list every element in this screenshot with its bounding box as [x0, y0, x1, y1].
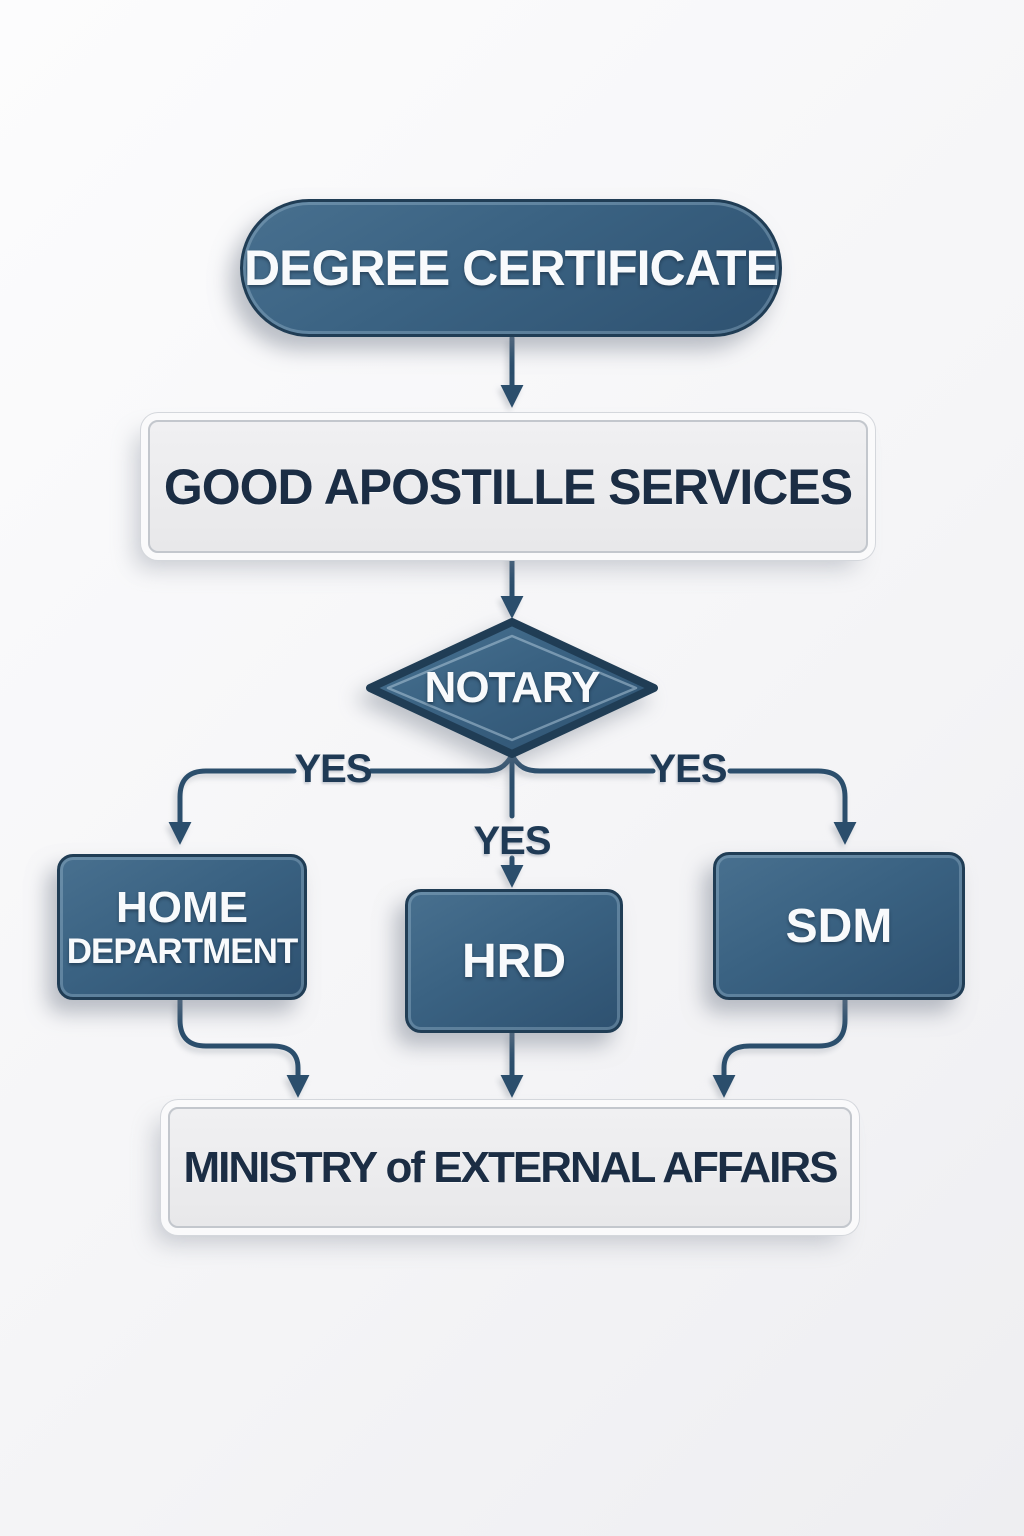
edge-notary-to-sdm-arrow: [727, 768, 857, 845]
node-home-department-label-line2: DEPARTMENT: [66, 932, 298, 972]
edge-sdm-to-ministry: [712, 997, 848, 1098]
node-hrd: HRD: [405, 889, 623, 1033]
node-notary-label: NOTARY: [372, 661, 652, 715]
node-notary-diamond: [366, 618, 658, 758]
edge-notary-to-home-arrow: [168, 768, 297, 845]
edge-label-yes-right: YES: [649, 747, 727, 791]
edge-label-yes-left: YES: [294, 747, 372, 791]
node-home-department: HOME DEPARTMENT: [57, 854, 307, 1000]
node-ministry-of-external-affairs-label: MINISTRY of EXTERNAL AFFAIRS: [183, 1142, 839, 1192]
edge-home-to-ministry: [177, 997, 310, 1098]
node-sdm: SDM: [713, 852, 965, 1000]
node-good-apostille-services-label: GOOD APOSTILLE SERVICES: [163, 458, 853, 515]
node-hrd-label: HRD: [462, 934, 566, 988]
node-ministry-of-external-affairs: MINISTRY of EXTERNAL AFFAIRS: [168, 1107, 852, 1228]
node-sdm-label: SDM: [785, 899, 893, 953]
edge-label-yes-center: YES: [473, 819, 551, 863]
node-degree-certificate-label: DEGREE CERTIFICATE: [244, 240, 779, 296]
notary-diamond-highlight: [386, 634, 638, 742]
node-home-department-label-line1: HOME: [116, 882, 248, 932]
node-degree-certificate: DEGREE CERTIFICATE: [240, 199, 782, 337]
node-good-apostille-services: GOOD APOSTILLE SERVICES: [148, 420, 868, 553]
notary-text: NOTARY: [424, 663, 601, 712]
notary-diamond-shape: [366, 618, 658, 758]
